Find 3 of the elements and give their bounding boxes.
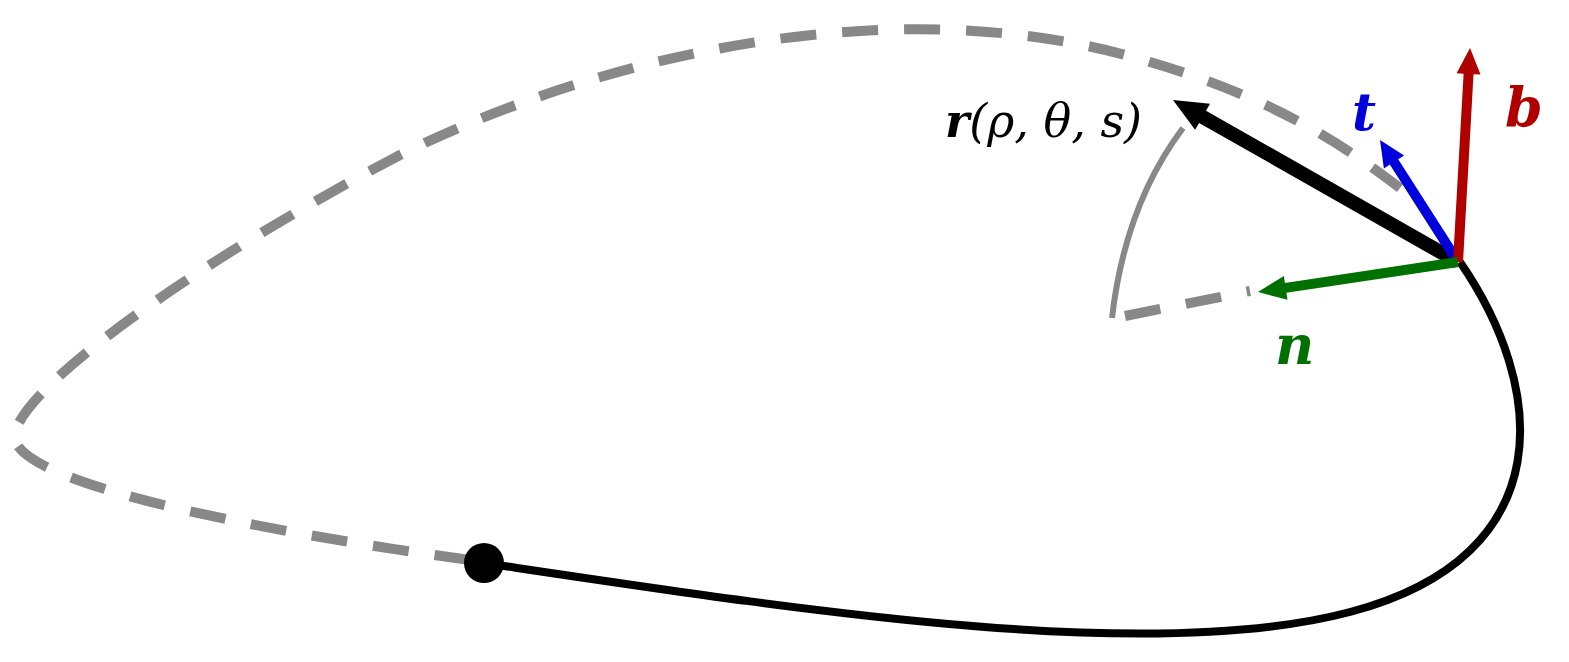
vector-label: t bbox=[1352, 86, 1377, 138]
vector-label: n bbox=[1275, 318, 1315, 372]
vector-label: b bbox=[1505, 80, 1543, 134]
